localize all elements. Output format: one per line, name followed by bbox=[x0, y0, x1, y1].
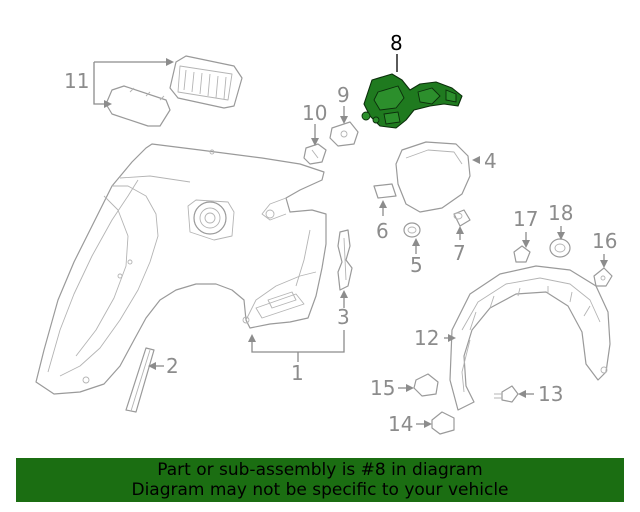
callout-10: 10 bbox=[302, 101, 327, 125]
clip-17-part bbox=[513, 245, 531, 263]
clip-15-part bbox=[413, 373, 439, 397]
callout-11: 11 bbox=[64, 69, 89, 93]
clip-part bbox=[303, 143, 327, 165]
clip-16-part bbox=[593, 267, 613, 287]
grommet-part bbox=[403, 222, 421, 238]
bumper-part bbox=[453, 209, 471, 227]
callout-8-highlighted: 8 bbox=[390, 31, 403, 55]
callout-17: 17 bbox=[513, 207, 538, 231]
parts-diagram: 11 10 9 8 4 6 5 7 17 18 16 3 1 2 12 15 1… bbox=[35, 31, 617, 436]
fuel-door-housing-part bbox=[361, 73, 463, 129]
callout-labels: 11 10 9 8 4 6 5 7 17 18 16 3 1 2 12 15 1… bbox=[64, 31, 617, 436]
cover-part bbox=[105, 85, 171, 127]
clip-14-part bbox=[431, 411, 455, 435]
leader-lines bbox=[93, 54, 608, 428]
callout-12: 12 bbox=[414, 326, 439, 350]
nut-18-part bbox=[549, 238, 571, 258]
callout-9: 9 bbox=[337, 83, 350, 107]
quarter-panel-part bbox=[35, 143, 327, 395]
callout-2: 2 bbox=[166, 354, 179, 378]
screw-13-part bbox=[494, 385, 519, 403]
callout-18: 18 bbox=[548, 201, 573, 225]
callout-5: 5 bbox=[410, 253, 423, 277]
callout-15: 15 bbox=[370, 376, 395, 400]
pad-part bbox=[373, 183, 397, 199]
callout-6: 6 bbox=[376, 219, 389, 243]
fuel-door-lid-part bbox=[395, 141, 471, 213]
hinge-part bbox=[329, 121, 359, 147]
wheelhouse-liner-part bbox=[449, 265, 611, 411]
callout-4: 4 bbox=[484, 149, 497, 173]
callout-1: 1 bbox=[291, 361, 304, 385]
callout-13: 13 bbox=[538, 382, 563, 406]
callout-16: 16 bbox=[592, 229, 617, 253]
info-banner: Part or sub-assembly is #8 in diagram Di… bbox=[16, 458, 624, 502]
callout-3: 3 bbox=[337, 305, 350, 329]
bracket-part bbox=[337, 229, 353, 291]
banner-line-1: Part or sub-assembly is #8 in diagram bbox=[157, 460, 483, 480]
vent-part bbox=[169, 55, 243, 109]
banner-line-2: Diagram may not be specific to your vehi… bbox=[131, 480, 509, 500]
callout-14: 14 bbox=[388, 412, 413, 436]
weatherstrip-part bbox=[125, 347, 155, 413]
callout-7: 7 bbox=[453, 241, 466, 265]
